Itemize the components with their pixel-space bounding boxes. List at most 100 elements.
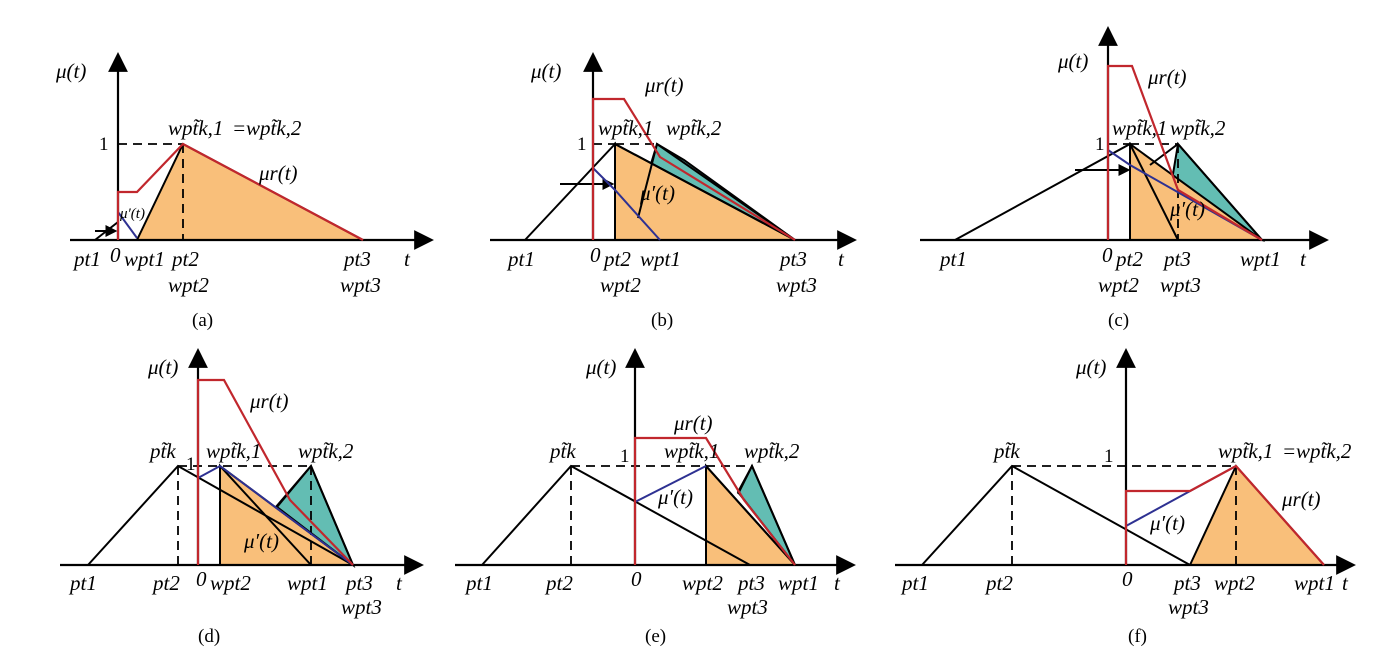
mu-r-label: μr(t) (1147, 65, 1187, 89)
pt3-label: pt3 (1172, 571, 1201, 595)
wpt-k2-label: wpt̃k,2 (1170, 116, 1226, 140)
mu-prime-label: μ′(t) (657, 485, 693, 509)
wpt3-label: wpt3 (727, 595, 768, 619)
mu-r-label: μr(t) (673, 411, 713, 435)
wpt2-label: wpt2 (168, 273, 209, 297)
wpt2-label: wpt2 (1214, 571, 1255, 595)
zero-label: 0 (196, 567, 207, 591)
wpt2-label: wpt2 (210, 571, 251, 595)
mu-r-curve (1106, 64, 1263, 241)
wpt-k1-label: wpt̃k,1 (168, 116, 223, 140)
fuzzy-right (1129, 143, 1179, 241)
one-label: 1 (1095, 134, 1105, 155)
mu-r-curve (196, 378, 354, 566)
caption-f: (f) (1128, 626, 1147, 647)
fuzzy-pt (87, 464, 354, 566)
pt-k-label: pt̃k (148, 439, 176, 463)
wpt-k2-label: wpt̃k,2 (744, 439, 800, 463)
wpt-k1-label: wpt̃k,1 (1112, 116, 1167, 140)
panel-d: μ(t) 1 μr(t) pt̃k wpt̃k,1 wpt̃k,2 μ′(t) … (60, 348, 424, 647)
pt2-label: pt2 (602, 247, 631, 271)
caption-a: (a) (192, 310, 213, 331)
pt-k-label: pt̃k (548, 439, 576, 463)
mu-prime-label: μ′(t) (1149, 511, 1185, 535)
mu-r-label: μr(t) (644, 73, 684, 97)
wpt3-label: wpt3 (1160, 273, 1201, 297)
caption-e: (e) (645, 626, 666, 647)
one-label: 1 (620, 446, 630, 467)
wpt-k1-label: wpt̃k,1 (206, 439, 261, 463)
mu-prime-label: μ′(t) (243, 529, 279, 553)
pt1-label: pt1 (900, 571, 929, 595)
pt3-label: pt3 (344, 571, 373, 595)
mu-label: μ(t) (1075, 355, 1106, 379)
pt1-label: pt1 (68, 571, 97, 595)
wpt2-label: wpt2 (1098, 273, 1139, 297)
mu-r-label: μr(t) (249, 389, 289, 413)
wpt-k2-label: wpt̃k,2 (1296, 439, 1352, 463)
mu-prime-curve (592, 167, 661, 241)
t-label: t (404, 247, 411, 271)
one-label: 1 (1104, 446, 1114, 467)
caption-b: (b) (651, 310, 673, 331)
pt-k-label: pt̃k (992, 439, 1020, 463)
wpt1-label: wpt1 (640, 247, 681, 271)
pt1-label: pt1 (464, 571, 493, 595)
equals-label: = (1282, 439, 1296, 463)
zero-label: 0 (631, 567, 642, 591)
mu-r-curve (116, 142, 364, 241)
mu-prime-label: μ′(t) (119, 206, 145, 222)
wpt3-label: wpt3 (340, 273, 381, 297)
t-label: t (396, 571, 403, 595)
mu-r-curve (591, 97, 796, 241)
mu-prime-curve (197, 464, 354, 566)
wpt3-label: wpt3 (341, 595, 382, 619)
fuzzy-pt (481, 464, 751, 566)
wait-triangle (737, 463, 796, 566)
pt3-label: pt3 (778, 247, 807, 271)
wpt2-label: wpt2 (682, 571, 723, 595)
wpt-k2-label: wpt̃k,2 (246, 116, 302, 140)
t-label: t (838, 247, 845, 271)
pt2-label: pt2 (151, 571, 180, 595)
pt2-label: pt2 (1114, 247, 1143, 271)
fuzzy-left (954, 142, 1131, 241)
zero-label: 0 (590, 243, 601, 267)
orange-area (135, 142, 364, 241)
panel-b: μ(t) 1 μr(t) wpt̃k,1 wpt̃k,2 μ′(t) pt1 0… (490, 52, 857, 331)
t-label: t (834, 571, 841, 595)
wpt-k2-label: wpt̃k,2 (298, 439, 354, 463)
fuzzy-left (524, 141, 616, 241)
pt1-label: pt1 (72, 247, 101, 271)
mu-r-curve (633, 436, 796, 566)
pt2-label: pt2 (170, 247, 199, 271)
pt3-label: pt3 (736, 571, 765, 595)
mu-r-label: μr(t) (258, 161, 298, 185)
zero-label: 0 (1122, 567, 1133, 591)
pt1-label: pt1 (938, 247, 967, 271)
panel-a: μ(t) 1 wpt̃k,1 = wpt̃k,2 μr(t) μ′(t) pt1… (55, 52, 434, 331)
wait-triangle (1149, 142, 1263, 241)
wpt1-label: wpt1 (124, 247, 165, 271)
mu-prime-curve (634, 465, 707, 503)
fuzzy-pt (921, 464, 1191, 566)
equals-label: = (232, 116, 246, 140)
wpt2-label: wpt2 (600, 273, 641, 297)
wpt1-label: wpt1 (1240, 247, 1281, 271)
panel-c: μ(t) 1 μr(t) wpt̃k,1 wpt̃k,2 μ′(t) pt1 0… (920, 26, 1329, 331)
wpt-k1-label: wpt̃k,1 (598, 116, 653, 140)
mu-prime-label: μ′(t) (639, 181, 675, 205)
pt3-label: pt3 (1162, 247, 1191, 271)
mu-r-label: μr(t) (1281, 487, 1321, 511)
mu-label: μ(t) (585, 355, 616, 379)
wpt1-label: wpt1 (778, 571, 819, 595)
wpt1-label: wpt1 (287, 571, 328, 595)
pt1-label: pt1 (506, 247, 535, 271)
wpt3-label: wpt3 (1168, 595, 1209, 619)
panel-f: μ(t) 1 pt̃k wpt̃k,1 = wpt̃k,2 μr(t) μ′(t… (895, 348, 1356, 647)
wpt-k1-label: wpt̃k,1 (664, 439, 719, 463)
pt2-label: pt2 (984, 571, 1013, 595)
panel-e: μ(t) 1 μr(t) pt̃k wpt̃k,1 wpt̃k,2 μ′(t) … (455, 348, 856, 647)
one-label: 1 (577, 134, 587, 155)
